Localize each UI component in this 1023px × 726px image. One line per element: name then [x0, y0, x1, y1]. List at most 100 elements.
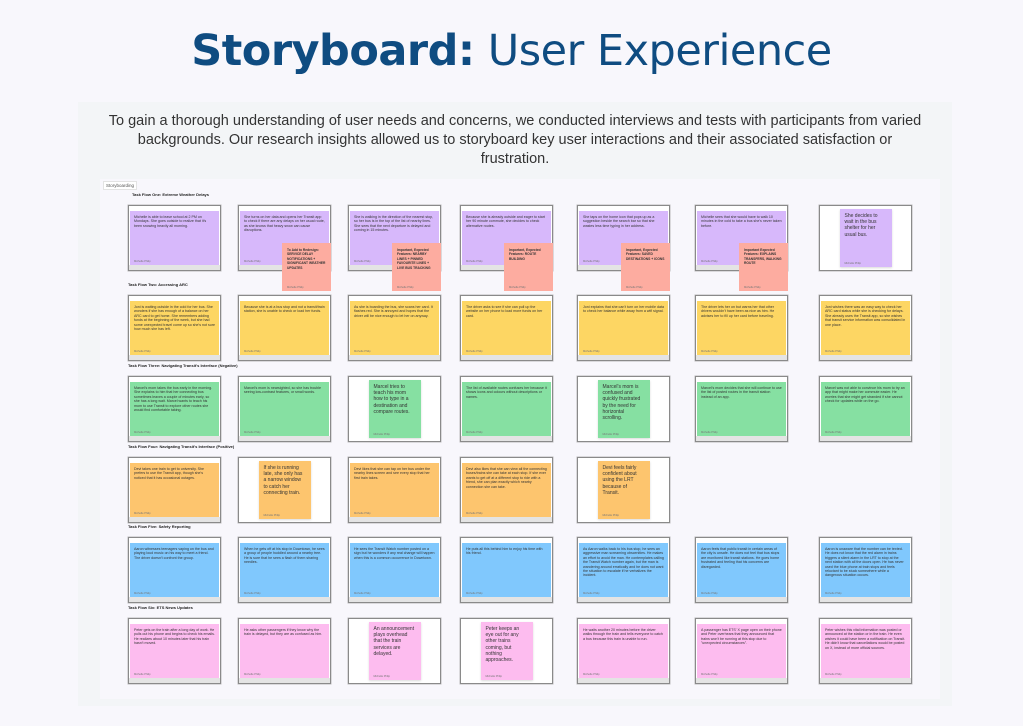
storyboard-frame[interactable]: Aaron witnesses teenagers vaping on the … [128, 537, 221, 603]
storyboard-frame[interactable]: As she is boarding the bus, she scans he… [348, 295, 441, 361]
storyboard-frame[interactable]: Devi takes one train to get to universit… [128, 457, 221, 523]
storyboard-frame[interactable]: Joni is waiting outside in the cold for … [128, 295, 221, 361]
sticky-note[interactable]: She decides to wait in the bus shelter f… [839, 209, 892, 267]
storyboard-frame[interactable]: Peter keeps an eye out for any other tra… [460, 618, 553, 684]
sticky-note[interactable]: Aaron is unaware that the number can be … [821, 543, 910, 597]
feature-sticky-note[interactable]: Important Expected Features: EXPLAINS TR… [739, 243, 788, 291]
storyboard-frame[interactable]: Michelle is able to leave school at 2 PM… [128, 205, 221, 271]
storyboard-frame[interactable]: The list of available routes confuses he… [460, 376, 553, 442]
storyboard-frame[interactable]: Joni explains that she can't turn on her… [577, 295, 670, 361]
feature-sticky-note[interactable]: Important, Expected Features: SAVED DEST… [621, 243, 670, 291]
sticky-note[interactable]: Joni wishes there was an easy way to che… [821, 301, 910, 355]
storyboard-frame[interactable]: He puts all this behind him to enjoy his… [460, 537, 553, 603]
sticky-note[interactable]: He waits another 20 minutes before the d… [579, 624, 668, 678]
sticky-note[interactable]: A passenger has ETS' X page open on thei… [697, 624, 786, 678]
frame-footer-bar [129, 678, 220, 683]
storyboard-frame[interactable]: She decides to wait in the bus shelter f… [819, 205, 912, 271]
sticky-note[interactable]: Peter gets on the train after a long day… [130, 624, 219, 678]
sticky-note-text: Marcel tries to teach his mom how to typ… [373, 384, 410, 415]
storyboard-frame[interactable]: He waits another 20 minutes before the d… [577, 618, 670, 684]
sticky-note[interactable]: Devi likes that she can tap on her bus u… [350, 463, 439, 517]
board-tag[interactable]: Storyboarding [103, 181, 138, 190]
storyboard-frame[interactable]: Joni wishes there was an easy way to che… [819, 295, 912, 361]
storyboard-frame[interactable]: Aaron is unaware that the number can be … [819, 537, 912, 603]
sticky-note-author: Michelle Philip [602, 514, 620, 517]
frame-footer-bar [578, 678, 669, 683]
storyboard-frame[interactable]: Devi feels fairly confident about using … [577, 457, 670, 523]
storyboard-frame[interactable]: Marcel's mom decides that she will conti… [695, 376, 788, 442]
storyboard-frame[interactable]: The driver lets her on but warns her tha… [695, 295, 788, 361]
storyboard-frame[interactable]: If she is running late, she only has a n… [238, 457, 331, 523]
storyboard-frame[interactable]: Devi also likes that she can view all th… [460, 457, 553, 523]
frame-footer-bar [820, 436, 911, 441]
sticky-note[interactable]: The driver lets her on but warns her tha… [697, 301, 786, 355]
sticky-note[interactable]: As she is boarding the bus, she scans he… [350, 301, 439, 355]
sticky-note[interactable]: Aaron feels that public transit in certa… [697, 543, 786, 597]
storyboard-frame[interactable]: The driver asks to see if she can pull u… [460, 295, 553, 361]
sticky-note-text: Joni is waiting outside in the cold for … [134, 305, 215, 332]
storyboard-frame[interactable]: Peter wishes this vital information was … [819, 618, 912, 684]
storyboard-frame[interactable]: An announcement plays overhead that the … [348, 618, 441, 684]
sticky-note[interactable]: Peter keeps an eye out for any other tra… [480, 622, 533, 680]
storyboard-frame[interactable]: Marcel was not able to convince his mom … [819, 376, 912, 442]
sticky-note[interactable]: Peter wishes this vital information was … [821, 624, 910, 678]
storyboard-frame[interactable]: Marcel's mom is confused and quickly fru… [577, 376, 670, 442]
storyboard-frame[interactable]: A passenger has ETS' X page open on thei… [695, 618, 788, 684]
sticky-note[interactable]: He asks other passengers if they know wh… [240, 624, 329, 678]
sticky-note[interactable]: An announcement plays overhead that the … [368, 622, 421, 680]
sticky-note-author: Michelle Philip [466, 431, 483, 434]
frame-footer-bar [461, 517, 552, 522]
sticky-note[interactable]: The list of available routes confuses he… [462, 382, 551, 436]
feature-note-text: Important, Expected Features: ROUTE BUIL… [509, 248, 541, 261]
storyboard-frame[interactable]: Devi likes that she can tap on her bus u… [348, 457, 441, 523]
storyboard-frame[interactable]: Marcel's mom is nearsighted, so she has … [238, 376, 331, 442]
feature-sticky-note[interactable]: Important, Expected Features: NEARBY LIN… [392, 243, 441, 291]
intro-paragraph: To gain a thorough understanding of user… [108, 113, 922, 167]
storyboard-frame[interactable]: Aaron feels that public transit in certa… [695, 537, 788, 603]
frame-footer-bar [696, 597, 787, 602]
storyboard-frame[interactable]: Marcel's mom takes the bus early in the … [128, 376, 221, 442]
sticky-note[interactable]: Joni explains that she can't turn on her… [579, 301, 668, 355]
sticky-note[interactable]: Michelle is able to leave school at 2 PM… [130, 211, 219, 265]
storyboard-frame[interactable]: Marcel tries to teach his mom how to typ… [348, 376, 441, 442]
sticky-note[interactable]: Aaron witnesses teenagers vaping on the … [130, 543, 219, 597]
sticky-note[interactable]: Joni is waiting outside in the cold for … [130, 301, 219, 355]
sticky-note[interactable]: Marcel's mom decides that she will conti… [697, 382, 786, 436]
sticky-note[interactable]: Devi feels fairly confident about using … [597, 461, 650, 519]
sticky-note[interactable]: He sees the Transit Watch number posted … [350, 543, 439, 597]
page-title: Storyboard: User Experience [0, 26, 1023, 76]
sticky-note[interactable]: The driver asks to see if she can pull u… [462, 301, 551, 355]
sticky-note-text: Devi also likes that she can view all th… [466, 467, 547, 489]
feature-sticky-note[interactable]: Important, Expected Features: ROUTE BUIL… [504, 243, 553, 291]
storyboard-frame[interactable]: Because she is at a bus stop and not a t… [238, 295, 331, 361]
sticky-note[interactable]: Because she is at a bus stop and not a t… [240, 301, 329, 355]
sticky-note-text: Aaron feels that public transit in certa… [701, 547, 780, 569]
storyboard-frame[interactable]: Peter gets on the train after a long day… [128, 618, 221, 684]
sticky-note[interactable]: Devi also likes that she can view all th… [462, 463, 551, 517]
sticky-note-text: Joni wishes there was an easy way to che… [825, 305, 906, 327]
feature-sticky-note[interactable]: To Add to Redesign: SERVICE DELAY NOTIFI… [282, 243, 331, 291]
sticky-note-text: When he gets off at his stop in Downtown… [244, 547, 325, 565]
storyboard-frame[interactable]: As Aaron walks back to his bus stop, he … [577, 537, 670, 603]
sticky-note[interactable]: Marcel was not able to convince his mom … [821, 382, 910, 436]
sticky-note-author: Michelle Philip [701, 592, 718, 595]
sticky-note[interactable]: As Aaron walks back to his bus stop, he … [579, 543, 668, 597]
title-bold: Storyboard: [191, 26, 475, 76]
storyboard-frame[interactable]: He sees the Transit Watch number posted … [348, 537, 441, 603]
sticky-note[interactable]: If she is running late, she only has a n… [258, 461, 311, 519]
sticky-note-author: Michelle Philip [583, 673, 600, 676]
sticky-note[interactable]: Marcel's mom is nearsighted, so she has … [240, 382, 329, 436]
storyboard-frame[interactable]: When he gets off at his stop in Downtown… [238, 537, 331, 603]
sticky-note[interactable]: He puts all this behind him to enjoy his… [462, 543, 551, 597]
sticky-note[interactable]: Devi takes one train to get to universit… [130, 463, 219, 517]
sticky-note-author: Michelle Philip [583, 350, 600, 353]
storyboard-frame[interactable]: He asks other passengers if they know wh… [238, 618, 331, 684]
sticky-note[interactable]: When he gets off at his stop in Downtown… [240, 543, 329, 597]
sticky-note[interactable]: Marcel's mom is confused and quickly fru… [597, 380, 650, 438]
sticky-note-author: Michelle Philip [134, 673, 151, 676]
sticky-note-text: The driver asks to see if she can pull u… [466, 305, 543, 318]
sticky-note[interactable]: Marcel tries to teach his mom how to typ… [368, 380, 421, 438]
sticky-note[interactable]: Marcel's mom takes the bus early in the … [130, 382, 219, 436]
sticky-note-author: Michelle Philip [244, 592, 261, 595]
sticky-note-author: Michelle Philip [244, 431, 261, 434]
